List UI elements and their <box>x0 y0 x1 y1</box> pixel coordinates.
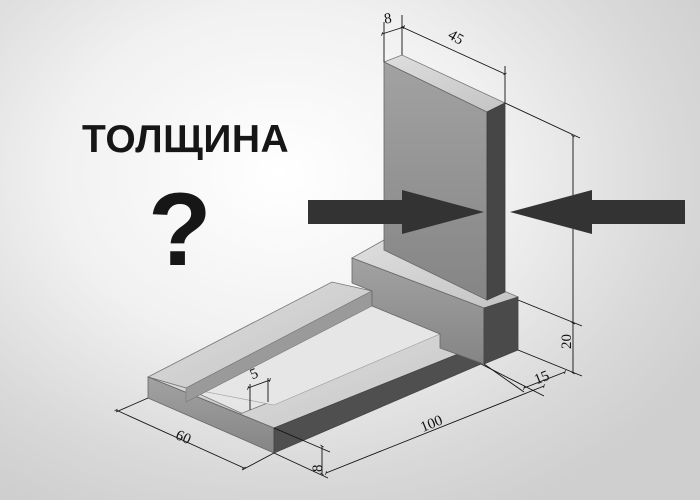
label-border-length: 100 <box>418 413 445 436</box>
pedestal-side <box>483 296 519 365</box>
heading-thickness: ТОЛЩИНА <box>82 118 290 161</box>
stele-side <box>486 102 506 301</box>
arrow-left-pointing <box>510 190 685 234</box>
dim-line-stele-width <box>400 25 507 76</box>
label-pedestal-height: 20 <box>559 334 575 349</box>
thickness-arrows <box>308 190 685 234</box>
dimension-labels: 8 45 20 15 100 60 8 5 <box>173 11 575 472</box>
question-mark: ? <box>148 172 212 288</box>
arrow-right-pointing <box>308 190 484 234</box>
label-stele-thickness: 8 <box>383 11 393 28</box>
label-border-height: 8 <box>310 465 326 473</box>
label-border-width: 60 <box>173 427 193 448</box>
dim-line-border-width <box>114 408 246 470</box>
dim-line-border-length <box>325 384 545 475</box>
dimension-lines <box>114 15 583 479</box>
label-stele-width: 45 <box>445 27 466 48</box>
dim-line-stele-thickness <box>381 25 405 36</box>
dim-line-border-inner <box>247 378 271 390</box>
label-pedestal-depth: 15 <box>532 368 552 388</box>
